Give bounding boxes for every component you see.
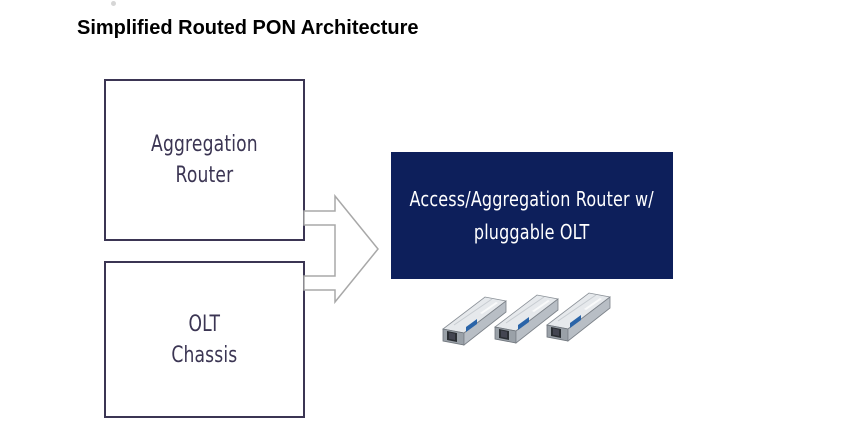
access-aggregation-router-box: Access/Aggregation Router w/ pluggable O… [391,152,673,279]
aggregation-router-label: Aggregation Router [151,129,258,191]
aggregation-router-label-line1: Aggregation [151,132,258,157]
diagram-title: Simplified Routed PON Architecture [77,17,419,39]
olt-chassis-box: OLT Chassis [104,261,305,418]
olt-chassis-label: OLT Chassis [171,309,237,371]
access-router-label-line2: pluggable OLT [474,219,590,244]
aggregation-router-label-line2: Router [175,163,234,188]
aggregation-router-box: Aggregation Router [104,79,305,241]
consolidation-arrow [303,193,379,305]
access-router-label-line1: Access/Aggregation Router w/ [409,186,655,211]
pluggable-olt-modules [442,292,611,346]
access-aggregation-router-label: Access/Aggregation Router w/ pluggable O… [410,183,654,249]
olt-chassis-label-line1: OLT [188,311,221,337]
decorative-dot [111,1,116,6]
olt-chassis-label-line2: Chassis [171,342,238,368]
